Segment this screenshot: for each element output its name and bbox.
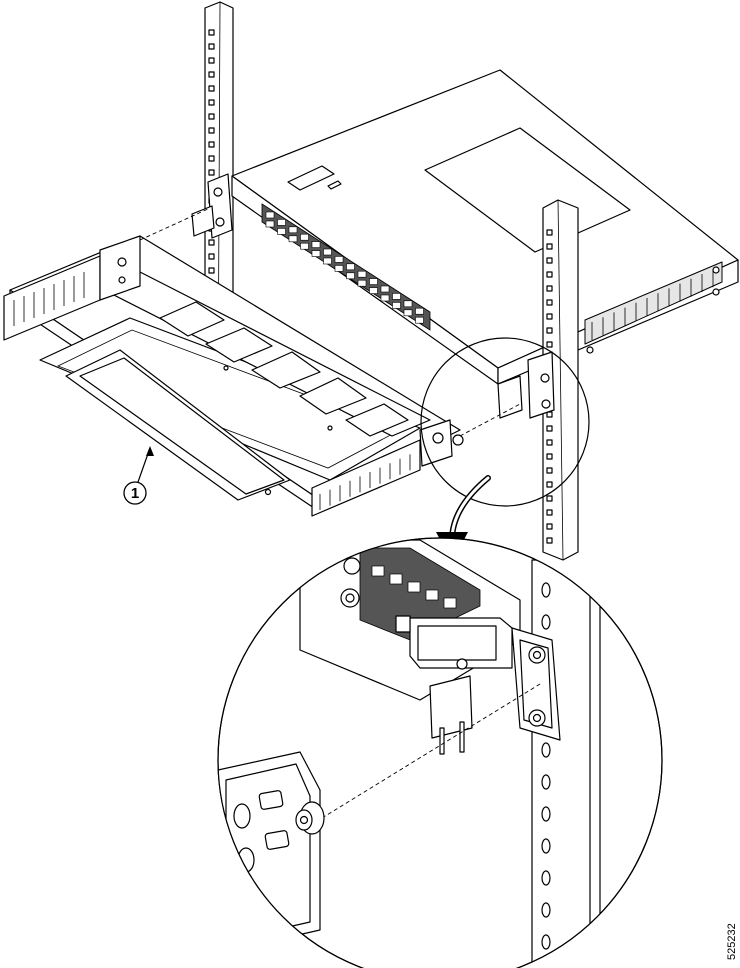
rack-hole [208,43,215,50]
rack-hole [546,481,553,488]
rack-hole [546,425,553,432]
alignment-lines [139,207,521,437]
network-port [323,257,332,265]
network-port [288,226,298,234]
rack-hole [208,267,215,274]
network-port [369,278,378,285]
rack-hole [208,29,215,36]
network-port [371,565,385,577]
network-port [288,235,298,243]
detail-circle-small [420,337,590,507]
cable-management-tray [3,235,464,517]
rack-hole [541,902,551,918]
router-chassis [231,69,739,385]
network-port [277,228,286,235]
rack-hole [546,299,553,306]
rack-hole [546,341,553,348]
network-port [392,293,401,300]
rack-hole [541,774,551,790]
figure-id: 525232 [726,923,738,960]
rack-hole [546,411,553,418]
callout-1: 1 [123,446,154,505]
rack-hole [546,271,553,278]
rack-hole [546,439,553,446]
network-port [357,279,367,287]
rack-hole [208,155,215,162]
rack-hole [208,141,215,148]
network-port [346,272,355,280]
network-port [357,270,367,278]
rack-hole [541,582,551,598]
rack-hole [208,253,215,260]
rack-hole [541,614,551,630]
callout-1-label: 1 [131,485,139,502]
rack-hole [546,467,553,474]
rack-hole [208,239,215,246]
rack-hole [546,453,553,460]
rack-hole [546,285,553,292]
network-port [407,581,421,593]
rack-hole [208,169,215,176]
network-port [369,287,378,294]
network-port [346,263,355,271]
rack-hole [541,806,551,822]
rack-hole [208,71,215,78]
network-port [311,250,321,257]
network-port [380,294,390,302]
right-rack-post [542,199,579,561]
network-port [265,220,275,228]
network-port [277,219,286,226]
network-port [334,265,344,272]
rack-hole [208,99,215,106]
network-port [443,597,457,609]
rack-hole [546,229,553,236]
network-port [415,307,424,315]
network-port [403,300,413,308]
network-port [403,309,413,317]
rack-hole [541,934,551,950]
network-port [311,241,321,248]
right-front-bracket [497,351,555,419]
rack-hole [546,243,553,250]
rack-hole [546,523,553,530]
network-port [334,256,344,263]
network-port [392,302,401,309]
network-port [415,316,424,324]
rack-hole [208,127,215,134]
detail-view [217,537,663,968]
rack-hole [546,509,553,516]
network-port [389,573,403,585]
network-port [265,211,275,219]
rack-hole [546,327,553,334]
rack-hole [208,57,215,64]
rack-hole [546,495,553,502]
rack-hole [541,870,551,886]
rack-hole [546,313,553,320]
network-port [300,233,309,241]
rack-hole [208,113,215,120]
rack-hole [546,537,553,544]
rack-hole [546,257,553,264]
left-front-bracket [191,173,233,239]
network-port [323,248,332,256]
network-port [425,589,439,601]
rack-hole [208,85,215,92]
rack-hole [541,838,551,854]
network-port [380,285,390,293]
network-port [300,242,309,250]
rack-hole [541,742,551,758]
